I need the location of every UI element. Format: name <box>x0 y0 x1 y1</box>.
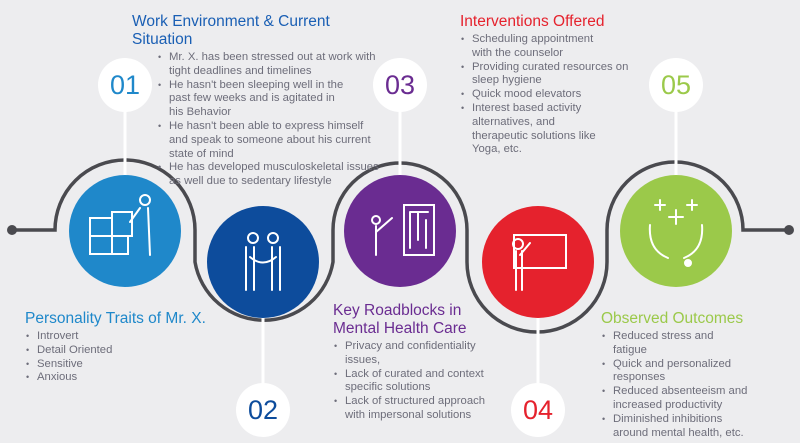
step-2-number: 02 <box>236 383 290 437</box>
list-item: He hasn't been sleeping well in the past… <box>157 79 344 120</box>
stems <box>123 100 678 395</box>
hands-health-icon <box>648 199 704 267</box>
list-item: Quick and personalized responses <box>601 358 743 386</box>
work-environment-block: Work Environment & Current Situation Mr.… <box>132 13 392 189</box>
personality-traits-block: Personality Traits of Mr. X. Introvert D… <box>25 310 225 385</box>
list-item: Scheduling appointment with the counselo… <box>460 33 612 61</box>
list-item: Diminished inhibitions around mental hea… <box>601 413 753 441</box>
step-1-circle <box>69 175 181 287</box>
list-item: He hasn't been able to express himself a… <box>157 120 382 161</box>
list-item: He has developed musculoskeletal issues … <box>157 161 382 189</box>
list-item: Lack of structured approach with imperso… <box>333 395 505 423</box>
step-4-number: 04 <box>511 383 565 437</box>
list-item: Privacy and confidentiality issues, <box>333 340 508 368</box>
list-item: Sensitive <box>25 358 225 372</box>
timeline-path <box>12 158 790 334</box>
list-item: Mr. X. has been stressed out at work wit… <box>157 51 382 79</box>
list-item: Lack of curated and context specific sol… <box>333 368 495 396</box>
handshake-icon <box>245 232 281 291</box>
block-title: Key Roadblocks in Mental Health Care <box>333 302 467 337</box>
maze-person-icon <box>371 204 435 256</box>
block-title: Interventions Offered <box>460 13 605 30</box>
list-item: Anxious <box>25 371 225 385</box>
step-1-number: 01 <box>98 58 152 112</box>
list-item: Providing curated resources on sleep hyg… <box>460 61 645 89</box>
interventions-block: Interventions Offered Scheduling appoint… <box>460 13 645 157</box>
step-3-circle <box>344 175 456 287</box>
presentation-board-icon <box>512 234 567 291</box>
list-item: Detail Oriented <box>25 344 225 358</box>
timeline-start-dot <box>7 225 17 235</box>
list-item: Reduced absenteeism and increased produc… <box>601 385 771 413</box>
step-5-number: 05 <box>649 58 703 112</box>
block-title: Personality Traits of Mr. X. <box>25 310 206 327</box>
step-5-circle <box>620 175 732 287</box>
puzzle-person-icon <box>89 194 151 256</box>
list-item: Quick mood elevators <box>460 88 645 102</box>
list-item: Introvert <box>25 330 225 344</box>
key-roadblocks-block: Key Roadblocks in Mental Health Care Pri… <box>333 302 508 423</box>
block-title: Observed Outcomes <box>601 310 744 327</box>
step-3-number: 03 <box>373 58 427 112</box>
timeline-end-dot <box>784 225 794 235</box>
block-title: Work Environment & Current Situation <box>132 13 330 48</box>
observed-outcomes-block: Observed Outcomes Reduced stress and fat… <box>601 310 771 440</box>
list-item: Interest based activity alternatives, an… <box>460 102 612 157</box>
list-item: Reduced stress and fatigue <box>601 330 728 358</box>
